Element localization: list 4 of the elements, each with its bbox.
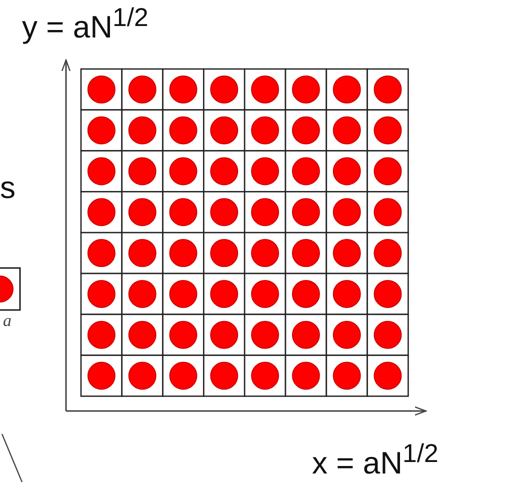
formula-label: y = aN$^{1/2}$ — [22, 6, 148, 42]
letter-label: s — [0, 172, 16, 203]
formula-label: x = aN$^{1/2}$ — [312, 442, 438, 478]
dimension-label: a — [3, 312, 12, 329]
